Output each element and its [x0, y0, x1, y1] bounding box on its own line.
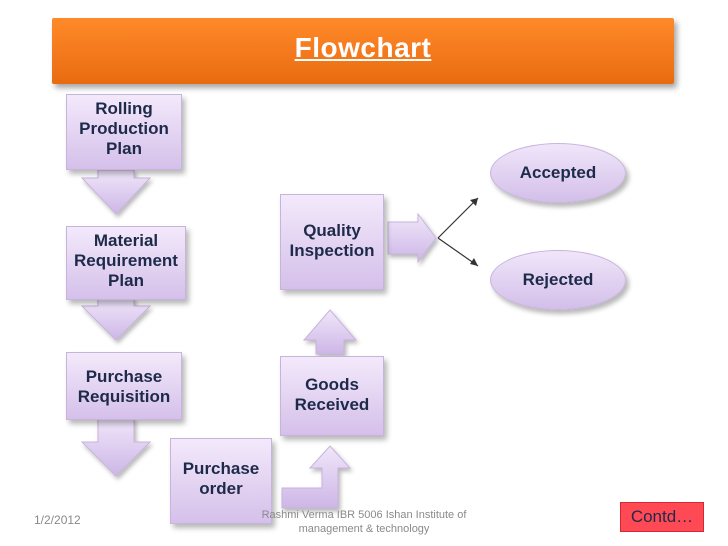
footer-author: Rashmi Verma IBR 5006 Ishan Institute of… [254, 508, 474, 536]
down-arrow-2 [80, 297, 152, 341]
footer-author-line2: management & technology [298, 523, 430, 535]
title-banner: Flowchart [52, 18, 674, 84]
node-purchase-order: Purchase order [170, 438, 272, 524]
footer-date: 1/2/2012 [34, 513, 81, 527]
bent-arrow-req-to-order [80, 417, 152, 477]
oval-rejected: Rejected [490, 250, 626, 310]
contd-button[interactable]: Contd… [620, 502, 704, 532]
footer-author-line1: Rashmi Verma IBR 5006 Ishan Institute of [261, 509, 467, 521]
node-material-requirement-plan: Material Requirement Plan [66, 226, 186, 300]
bent-arrow-order-to-goods [281, 445, 352, 509]
up-arrow-goods-to-quality [302, 309, 358, 355]
slide-title: Flowchart [294, 32, 432, 63]
oval-accepted: Accepted [490, 143, 626, 203]
node-goods-received: Goods Received [280, 356, 384, 436]
node-quality-inspection: Quality Inspection [280, 194, 384, 290]
line-to-rejected [437, 237, 479, 267]
right-arrow-quality [387, 212, 437, 264]
node-rolling-production-plan: Rolling Production Plan [66, 94, 182, 170]
line-to-accepted [437, 197, 479, 239]
down-arrow-1 [80, 169, 152, 215]
node-purchase-requisition: Purchase Requisition [66, 352, 182, 420]
